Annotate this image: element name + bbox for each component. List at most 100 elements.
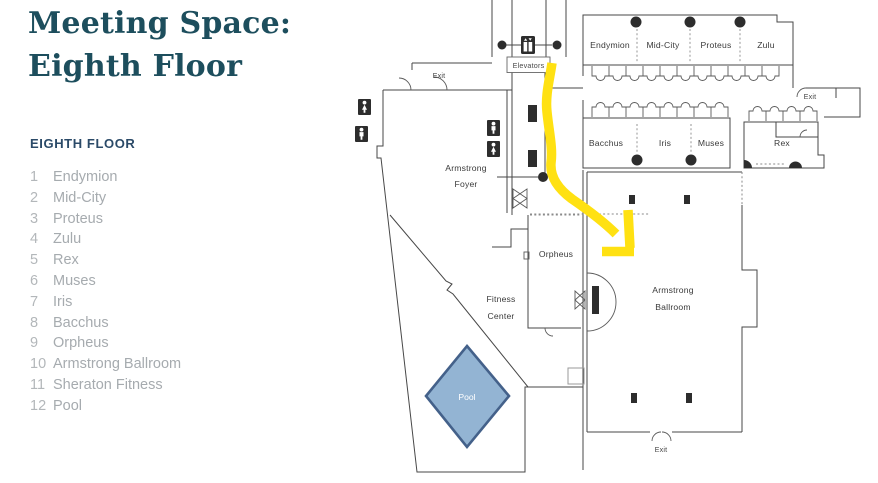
column-dot bbox=[789, 161, 802, 168]
room-label-rex: Rex bbox=[774, 138, 790, 148]
room-label-bacchus: Bacchus bbox=[589, 138, 623, 148]
restroom-woman-icon bbox=[487, 141, 500, 157]
list-item: 2 Mid-City bbox=[30, 188, 330, 209]
exit-bottom-label: Exit bbox=[655, 445, 668, 454]
room-number: 8 bbox=[30, 314, 39, 331]
room-number: 9 bbox=[30, 335, 39, 352]
room-name: Rex bbox=[53, 252, 79, 269]
list-item: 12 Pool bbox=[30, 396, 330, 417]
column-dot bbox=[685, 154, 697, 166]
room-name: Proteus bbox=[53, 210, 103, 227]
route-path bbox=[541, 62, 620, 238]
column-dot bbox=[497, 40, 507, 50]
restroom-icons bbox=[355, 99, 500, 157]
restroom-man-icon bbox=[487, 120, 500, 136]
door-marker bbox=[523, 251, 530, 260]
room-label-iris: Iris bbox=[659, 138, 671, 148]
elevator-lobby: Elevators bbox=[491, 0, 567, 73]
pool-shape bbox=[424, 343, 511, 450]
column-marker bbox=[684, 195, 690, 204]
utility-box bbox=[567, 367, 585, 385]
door-marker bbox=[528, 105, 537, 122]
middle-meeting-room-band: Bacchus Iris Muses bbox=[582, 102, 731, 169]
list-item: 4 Zulu bbox=[30, 229, 330, 250]
airwall-pockets bbox=[748, 106, 818, 121]
column-dot bbox=[552, 40, 562, 50]
room-name: Mid-City bbox=[53, 189, 107, 206]
route-arrowhead-wing bbox=[623, 209, 635, 249]
room-label-zulu: Zulu bbox=[757, 40, 775, 50]
room-label-muses: Muses bbox=[698, 138, 724, 148]
pool-label: Pool bbox=[458, 392, 475, 402]
list-item: 5 Rex bbox=[30, 250, 330, 271]
page-title-line2: Eighth Floor bbox=[28, 49, 243, 84]
room-name: Iris bbox=[53, 293, 73, 310]
fitness-center-label: Center bbox=[488, 311, 515, 321]
column-marker bbox=[629, 195, 635, 204]
page-title-line1: Meeting Space: bbox=[28, 6, 292, 41]
fitness-center-label: Fitness bbox=[486, 294, 515, 304]
armstrong-ballroom-label: Armstrong bbox=[652, 285, 693, 295]
room-label-mid-city: Mid-City bbox=[646, 40, 680, 50]
room-number: 11 bbox=[30, 376, 46, 393]
list-item: 8 Bacchus bbox=[30, 313, 330, 334]
room-number: 6 bbox=[30, 272, 39, 289]
rex-room: Rex bbox=[743, 106, 825, 169]
foyer-column-dot bbox=[538, 172, 548, 182]
column-dot bbox=[684, 16, 696, 28]
room-label-endymion: Endymion bbox=[590, 40, 630, 50]
right-exit-stub: Exit bbox=[792, 65, 861, 118]
top-meeting-room-band: Endymion Mid-City Proteus Zulu bbox=[548, 14, 794, 118]
room-number: 2 bbox=[30, 189, 39, 206]
column-marker bbox=[686, 393, 692, 403]
room-label-orpheus: Orpheus bbox=[539, 249, 573, 259]
door-marker bbox=[528, 150, 537, 167]
legend-heading: EIGHTH FLOOR bbox=[30, 136, 136, 151]
list-item: 6 Muses bbox=[30, 271, 330, 292]
room-number: 5 bbox=[30, 252, 39, 269]
vestibule-door-icon bbox=[512, 188, 528, 209]
airwall-pockets bbox=[591, 66, 780, 81]
room-number: 7 bbox=[30, 293, 39, 310]
armstrong-ballroom-label: Ballroom bbox=[655, 302, 691, 312]
elevator-icon bbox=[521, 36, 535, 54]
room-number: 12 bbox=[30, 397, 47, 414]
list-item: 7 Iris bbox=[30, 292, 330, 313]
room-name: Pool bbox=[53, 397, 83, 414]
top-left-exit-corridor: Exit bbox=[383, 62, 512, 91]
room-name: Armstrong Ballroom bbox=[53, 356, 182, 373]
elevators-label: Elevators bbox=[513, 61, 545, 70]
page-title: Meeting Space: Eighth Floor bbox=[28, 2, 291, 88]
room-number: 3 bbox=[30, 210, 39, 227]
room-name: Muses bbox=[53, 272, 96, 289]
room-label-proteus: Proteus bbox=[700, 40, 731, 50]
room-name: Sheraton Fitness bbox=[53, 376, 163, 393]
armstrong-foyer-label: Armstrong bbox=[445, 163, 486, 173]
ballroom-door-icon bbox=[574, 289, 586, 311]
pool-area: Pool bbox=[424, 343, 511, 450]
restroom-woman-icon bbox=[358, 99, 371, 115]
room-number: 4 bbox=[30, 231, 39, 248]
column-marker bbox=[631, 393, 637, 403]
list-item: 11 Sheraton Fitness bbox=[30, 375, 330, 396]
stage-door-marker bbox=[592, 286, 599, 314]
exit-right-label: Exit bbox=[804, 92, 817, 101]
room-name: Bacchus bbox=[53, 314, 109, 331]
route-arrow bbox=[541, 62, 635, 257]
room-name: Zulu bbox=[53, 231, 82, 248]
room-number: 10 bbox=[30, 356, 47, 373]
room-name: Orpheus bbox=[53, 335, 109, 352]
column-dot bbox=[744, 160, 752, 168]
list-item: 3 Proteus bbox=[30, 209, 330, 230]
list-item: 9 Orpheus bbox=[30, 333, 330, 354]
restroom-man-icon bbox=[355, 126, 368, 142]
armstrong-ballroom: Armstrong Ballroom Exit bbox=[530, 170, 758, 470]
column-dot bbox=[630, 16, 642, 28]
orpheus-room: Orpheus bbox=[523, 214, 581, 337]
armstrong-foyer-label: Foyer bbox=[455, 179, 478, 189]
